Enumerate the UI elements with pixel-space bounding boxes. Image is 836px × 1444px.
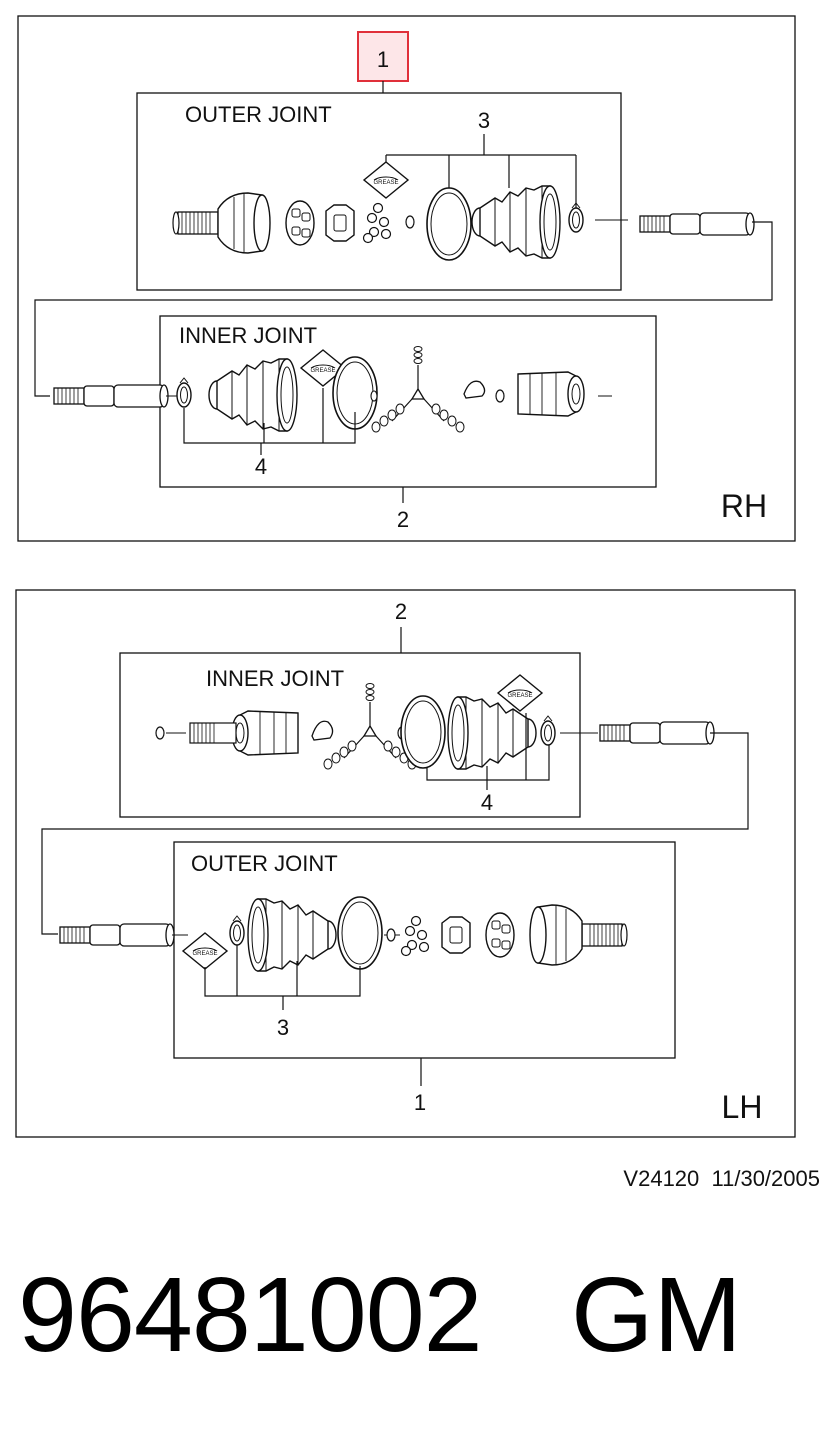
shaft-icon[interactable]	[599, 721, 715, 745]
rh-outer-joint-title: OUTER JOINT	[185, 102, 332, 127]
callout-4-rh[interactable]: 4	[255, 454, 267, 479]
inner-race-icon[interactable]	[325, 204, 355, 242]
rh-side-label: RH	[721, 488, 767, 524]
balls-icon[interactable]	[362, 202, 392, 244]
rh-outer-joint-box	[136, 92, 622, 291]
boot-icon[interactable]	[247, 898, 337, 972]
balls-icon[interactable]	[400, 915, 430, 957]
boot-clamp-small-icon[interactable]	[540, 715, 556, 746]
tripod-housing-icon[interactable]	[517, 371, 585, 417]
boot-clamp-large-icon[interactable]	[337, 896, 383, 970]
boot-clamp-large-icon[interactable]	[426, 187, 472, 261]
part-number: 96481002	[18, 1256, 483, 1374]
lh-inner-joint-box	[119, 652, 581, 818]
ball-cage-icon[interactable]	[285, 200, 315, 246]
callout-1-lh[interactable]: 1	[414, 1090, 426, 1115]
callout-1-rh[interactable]: 1	[377, 47, 389, 72]
lh-outer-joint-box	[173, 841, 676, 1059]
callout-2-lh[interactable]: 2	[395, 599, 407, 624]
shaft-icon[interactable]	[639, 212, 755, 236]
rh-inner-joint-title: INNER JOINT	[179, 323, 317, 348]
grease-packet-icon[interactable]	[363, 161, 409, 199]
snap-ring-icon[interactable]	[405, 215, 415, 229]
lh-inner-joint-title: INNER JOINT	[206, 666, 344, 691]
outer-cv-housing-icon[interactable]	[172, 192, 271, 254]
brand-name: GM	[571, 1256, 742, 1374]
drawing-date: 11/30/2005	[711, 1166, 820, 1191]
callout-4-lh[interactable]: 4	[481, 790, 493, 815]
shaft-icon[interactable]	[53, 384, 169, 408]
callout-3-lh[interactable]: 3	[277, 1015, 289, 1040]
drawing-reference: V24120 11/30/2005	[623, 1166, 820, 1192]
grease-packet-icon[interactable]	[497, 674, 543, 712]
grease-packet-icon[interactable]	[182, 932, 228, 970]
shaft-icon[interactable]	[59, 923, 175, 947]
inner-race-icon[interactable]	[441, 916, 471, 954]
boot-clamp-small-icon[interactable]	[568, 202, 584, 233]
boot-clamp-small-icon[interactable]	[229, 915, 245, 946]
rh-panel	[17, 15, 796, 542]
boot-icon[interactable]	[471, 185, 561, 259]
ball-cage-icon[interactable]	[485, 912, 515, 958]
boot-clamp-small-icon[interactable]	[176, 377, 192, 408]
lh-side-label: LH	[722, 1089, 763, 1125]
drawing-id: V24120	[623, 1166, 700, 1191]
insert-icon[interactable]	[463, 380, 486, 399]
outer-cv-housing-icon[interactable]	[529, 904, 628, 966]
insert-icon[interactable]	[311, 720, 334, 741]
callout-2-rh[interactable]: 2	[397, 507, 409, 532]
boot-clamp-large-icon[interactable]	[400, 695, 446, 769]
boot-icon[interactable]	[208, 358, 298, 432]
lh-panel	[15, 589, 796, 1138]
tripod-spider-icon[interactable]	[371, 345, 465, 433]
callout-3-rh[interactable]: 3	[478, 108, 490, 133]
lh-outer-joint-title: OUTER JOINT	[191, 851, 338, 876]
tripod-housing-icon[interactable]	[231, 710, 299, 756]
